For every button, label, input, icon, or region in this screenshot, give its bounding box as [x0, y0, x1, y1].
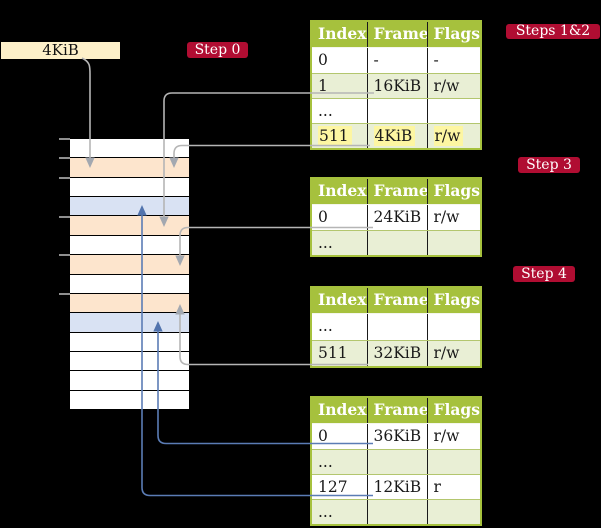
boundary-tick	[59, 176, 70, 179]
table-header-cell: Flags	[426, 398, 480, 423]
table-cell	[426, 99, 481, 123]
table-header-cell: Flags	[426, 179, 480, 204]
table-cell: ...	[318, 317, 333, 335]
memory-row-white	[70, 139, 189, 159]
table-cell: r	[426, 475, 481, 499]
memory-row-blue	[70, 197, 189, 217]
badge-step-3: Step 3	[518, 157, 580, 173]
table-cell	[426, 500, 481, 524]
memory-row-white	[70, 235, 189, 256]
table-cell: r/w	[426, 424, 481, 449]
table-cell	[426, 450, 481, 474]
memory-row-orange	[70, 255, 189, 275]
table-cell: ...	[318, 234, 333, 252]
memory-row-white	[70, 332, 189, 352]
memory-row-orange	[70, 216, 189, 236]
table-header-cell: Frame	[366, 288, 427, 313]
memory-row-orange	[70, 293, 189, 314]
table-cell: 1	[318, 77, 328, 95]
table-cell: -	[366, 48, 427, 73]
boundary-tick	[59, 215, 70, 218]
memory-row-white	[70, 390, 189, 410]
table-cell: 32KiB	[366, 341, 427, 366]
table-row: ...	[312, 499, 480, 524]
boundary-tick	[59, 293, 70, 296]
table-cell: 0	[318, 427, 328, 445]
table-cell: 16KiB	[366, 74, 427, 98]
memory-row-white	[70, 274, 189, 294]
physical-memory-column	[69, 138, 190, 410]
table-cell	[366, 99, 427, 123]
highlighted-value: r/w	[433, 126, 464, 146]
table-header-cell: Frame	[366, 22, 427, 47]
table-cell	[366, 231, 427, 255]
table-header-cell: Flags	[426, 22, 480, 47]
table-header-cell: Index	[318, 400, 367, 419]
badge-step-0: Step 0	[187, 42, 248, 58]
table-cell: 12KiB	[366, 475, 427, 499]
memory-row-orange	[70, 158, 189, 178]
table-cell: r/w	[426, 124, 481, 148]
table-cell: 511	[312, 124, 367, 148]
table-header-cell: Index	[318, 24, 367, 43]
table-cell: 0	[318, 51, 328, 69]
table-header-cell: Frame	[366, 398, 427, 423]
highlighted-value: 511	[318, 126, 352, 146]
table-row: ...	[312, 449, 480, 474]
table-cell: ...	[318, 503, 333, 521]
badge-step-4: Step 4	[513, 266, 575, 282]
table-cell: ...	[318, 453, 333, 471]
table-header-cell: Index	[318, 181, 367, 200]
table-cell: r/w	[426, 205, 481, 230]
table-cell: 127	[318, 478, 348, 496]
memory-row-blue	[70, 313, 189, 333]
table-cell: 511	[318, 344, 348, 362]
page-size-label: 4KiB	[1, 42, 120, 59]
table-cell: r/w	[426, 341, 481, 366]
memory-row-white	[70, 351, 189, 372]
table-row: 511 4KiB r/w	[312, 123, 480, 148]
boundary-tick	[59, 138, 70, 140]
table-cell: -	[426, 48, 481, 73]
table-row: 0 --	[312, 48, 480, 73]
boundary-tick	[59, 157, 70, 160]
boundary-tick	[59, 254, 70, 257]
memory-row-white	[70, 371, 189, 391]
table-cell: 4KiB	[366, 124, 427, 148]
highlighted-value: 4KiB	[373, 126, 416, 146]
table-cell	[426, 231, 481, 255]
table-cell: r/w	[426, 74, 481, 98]
memory-row-white	[70, 177, 189, 198]
table-header-cell: Frame	[366, 179, 427, 204]
table-row: ...	[312, 98, 480, 123]
table-cell: ...	[318, 102, 333, 120]
table-cell: 0	[318, 208, 328, 226]
table-cell: 24KiB	[366, 205, 427, 230]
table-row: ...	[312, 314, 480, 340]
badge-steps-1-2: Steps 1&2	[506, 24, 600, 39]
table-cell: 36KiB	[366, 424, 427, 449]
table-row: ...	[312, 230, 480, 255]
table-cell	[366, 450, 427, 474]
table-header-cell: Flags	[426, 288, 480, 313]
table-cell	[426, 314, 481, 340]
table-cell	[366, 314, 427, 340]
table-header-cell: Index	[318, 290, 367, 309]
table-cell	[366, 500, 427, 524]
